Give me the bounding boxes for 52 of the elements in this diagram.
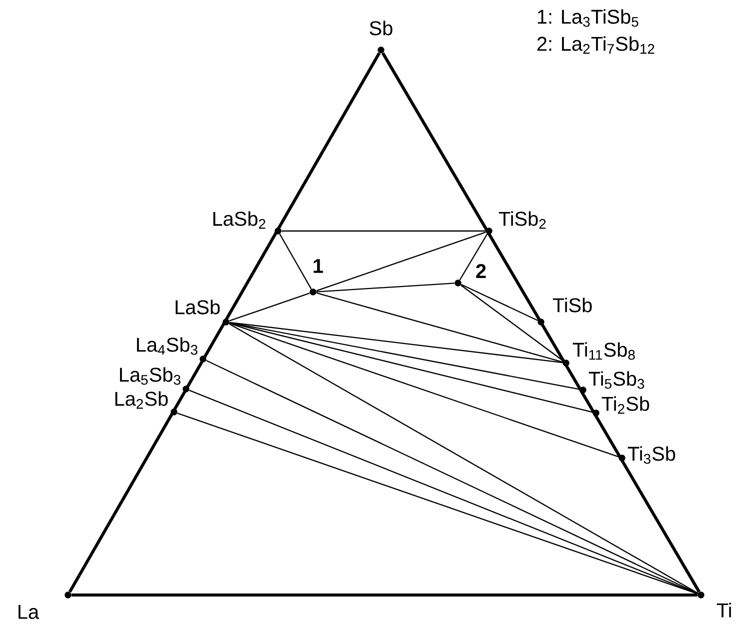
- tie-line: [316, 232, 486, 292]
- phase-label: La$_{4}$Sb$_{3}$: [137, 337, 198, 355]
- point-number: 1: [314, 259, 323, 273]
- tie-line: [459, 234, 488, 280]
- phase-label: La: [18, 605, 40, 619]
- phase-label: Ti$_{5}$Sb$_{3}$: [588, 371, 644, 389]
- tie-line: [282, 230, 486, 232]
- phase-point: [310, 288, 316, 296]
- phase-label: Ti$_{2}$Sb: [602, 396, 650, 414]
- phase-point: [222, 318, 230, 326]
- phase-point: [454, 280, 462, 286]
- tie-line: [460, 284, 538, 321]
- phase-point: [580, 386, 586, 394]
- phase-point: [64, 592, 72, 598]
- tie-line: [279, 234, 312, 290]
- phase-label: LaSb: [176, 300, 220, 314]
- tie-line: [229, 322, 593, 413]
- tie-line: [206, 360, 698, 594]
- triangle-side: [72, 593, 698, 597]
- phase-point: [486, 228, 492, 234]
- tie-line: [229, 292, 310, 322]
- phase-point: [538, 318, 544, 326]
- legend-text: 2: La$_{2}$Ti$_{7}$Sb$_{12}$: [537, 36, 654, 54]
- phase-label: Sb: [370, 20, 392, 36]
- phase-point: [200, 356, 206, 362]
- phase-label: La$_{2}$Sb: [115, 391, 168, 409]
- phase-point: [618, 454, 626, 462]
- tie-line: [228, 323, 698, 594]
- phase-label: Ti$_{11}$Sb$_{8}$: [572, 342, 635, 360]
- phase-point: [274, 228, 282, 234]
- legend-text: 1: La$_{3}$TiSb$_{5}$: [538, 9, 638, 27]
- phase-label: TiSb: [552, 298, 592, 312]
- tie-line: [229, 322, 619, 458]
- phase-point: [698, 592, 704, 598]
- phase-label: LaSb$_{2}$: [213, 211, 266, 229]
- triangle-side: [382, 52, 701, 593]
- phase-label: La$_{5}$Sb$_{3}$: [120, 367, 180, 385]
- phase-label: TiSb$_{2}$: [498, 211, 546, 229]
- tie-line: [316, 282, 454, 292]
- phase-label: Ti$_{3}$Sb: [628, 446, 676, 464]
- point-number: 2: [476, 264, 486, 278]
- tie-line: [229, 322, 580, 390]
- phase-point: [182, 386, 190, 392]
- tie-line: [316, 292, 563, 363]
- triangle-side: [68, 52, 381, 593]
- phase-point: [562, 360, 570, 366]
- phase-point: [378, 46, 384, 54]
- phase-point: [170, 408, 178, 416]
- phase-point: [592, 410, 600, 416]
- phase-label: Ti: [716, 602, 731, 618]
- tie-line: [229, 322, 563, 364]
- tie-line: [460, 284, 564, 362]
